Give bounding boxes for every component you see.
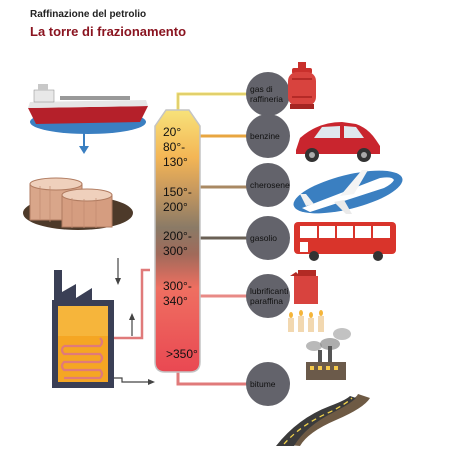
product-label-5-line-2: paraffina: [250, 296, 283, 306]
product-circle-5: [246, 274, 290, 318]
diagram-subtitle: Raffinazione del petrolio: [30, 9, 147, 20]
diagram-title: La torre di frazionamento: [30, 24, 187, 39]
product-label-5-line-1: lubrificanti: [250, 286, 288, 296]
product-circle-2: [246, 114, 290, 158]
road-icon: [276, 394, 370, 446]
product-label-6-line-1: bitume: [250, 379, 276, 389]
product-label-1-line-1: gas di: [250, 84, 273, 94]
tanks-arrow-head: [115, 278, 121, 285]
airplane-icon: [293, 170, 403, 214]
tanker-ship-icon: [28, 84, 148, 134]
product-label-2-line-1: benzine: [250, 131, 280, 141]
storage-tanks-icon: [23, 177, 133, 230]
product-circle-4: [246, 216, 290, 260]
tower-band-3-line-2: 300°: [163, 244, 188, 258]
furnace-icon: [52, 270, 114, 388]
gas-cylinder-icon: [288, 62, 316, 109]
feed-pipe: [114, 268, 150, 340]
tower-band-5-line-1: >350°: [166, 347, 198, 361]
furnace-out-arrow: [114, 377, 150, 383]
ship-arrow-head: [79, 146, 89, 154]
car-icon: [296, 122, 380, 162]
factory-icon: [306, 328, 351, 380]
tower-band-1-line-2: 80°-: [163, 140, 185, 154]
product-circle-6: [246, 362, 290, 406]
tower-band-3-line-1: 200°-: [163, 229, 192, 243]
tower-band-1-line-3: 130°: [163, 155, 188, 169]
tower-band-2-line-1: 150°-: [163, 185, 192, 199]
distillation-tower: [154, 109, 201, 373]
bus-icon: [294, 222, 396, 261]
product-circle-3: [246, 163, 290, 207]
feed-arrow-head: [129, 313, 135, 320]
tower-band-2-line-2: 200°: [163, 200, 188, 214]
product-circle-1: [246, 72, 290, 116]
tower-temperature-labels: 20°80°-130° 150°-200° 200°-300° 300°-340° >3…: [163, 125, 198, 361]
oil-can-candles-icon: [288, 270, 324, 332]
furnace-out-arrow-head: [148, 379, 155, 385]
product-label-4-line-1: gasolio: [250, 233, 277, 243]
product-label-1-line-2: raffineria: [250, 94, 283, 104]
tower-band-4-line-1: 300°-: [163, 279, 192, 293]
tower-band-4-line-2: 340°: [163, 294, 188, 308]
product-label-3-line-1: cherosene: [250, 180, 290, 190]
tower-band-1-line-1: 20°: [163, 125, 181, 139]
